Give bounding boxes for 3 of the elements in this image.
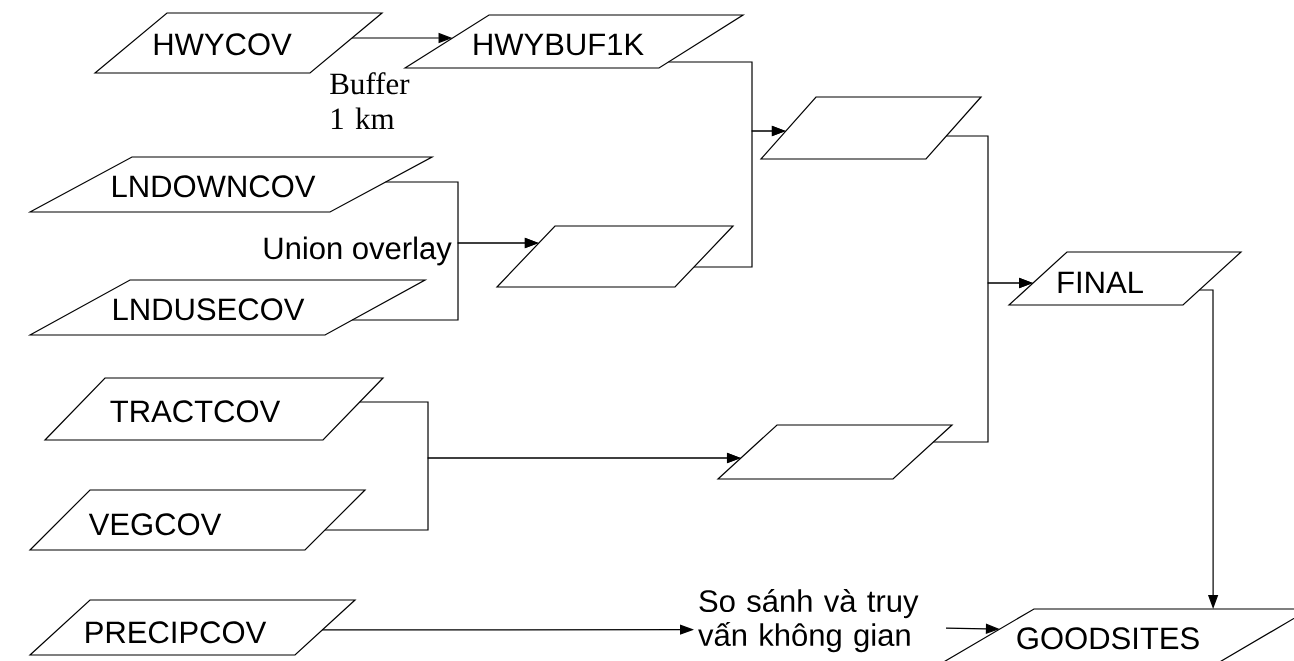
step-label: So sánh và truy vấn không gian: [698, 589, 919, 653]
edge-label: Buffer 1 km: [330, 72, 410, 129]
edge-label: Union overlay: [264, 236, 452, 266]
